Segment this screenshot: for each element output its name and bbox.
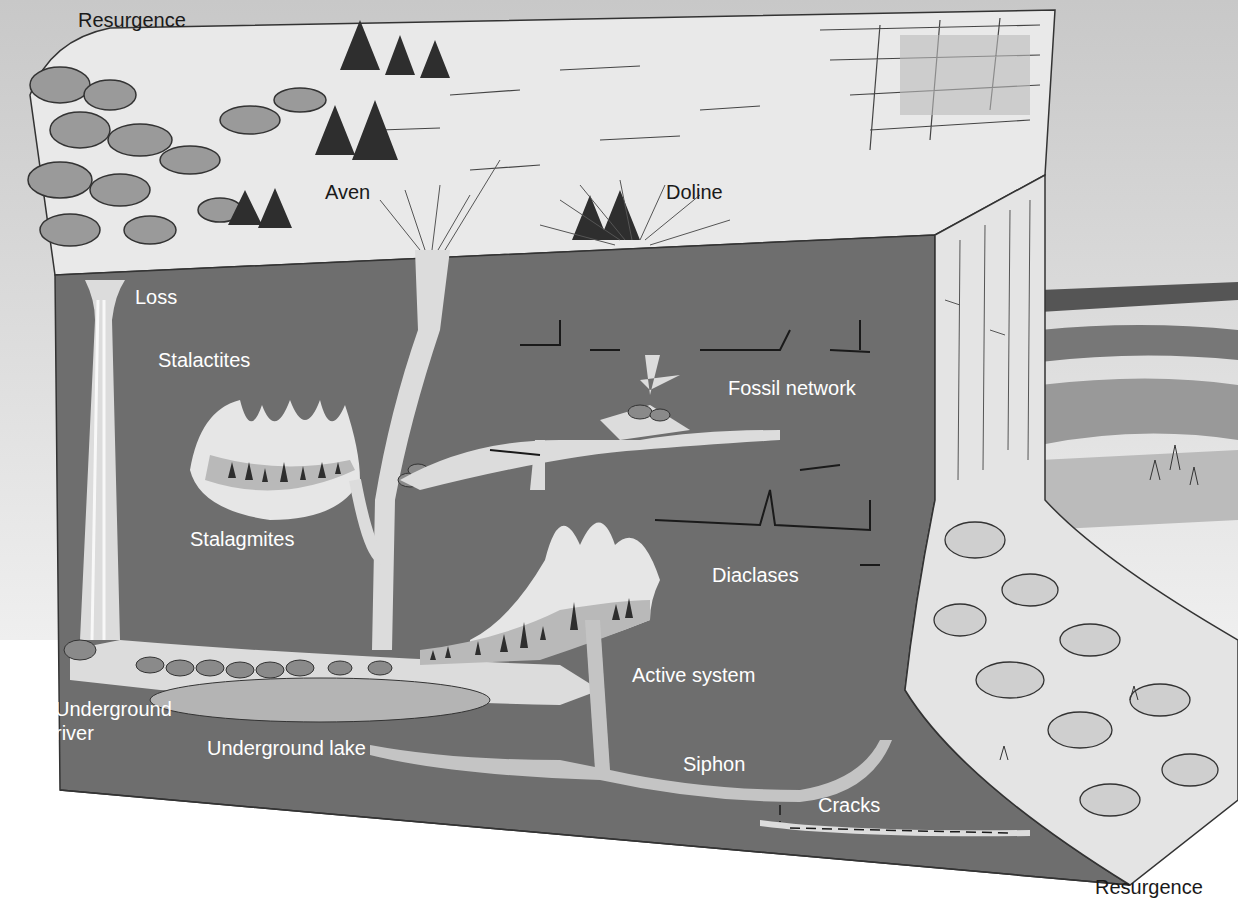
cave-label: Stalagmites xyxy=(190,527,295,551)
cave-label: Loss xyxy=(135,285,177,309)
cave-label: Diaclases xyxy=(712,563,799,587)
cave-label: Fossil network xyxy=(728,376,856,400)
surface-label: Aven xyxy=(325,180,370,204)
surface-label: Doline xyxy=(666,180,723,204)
cave-label: Stalactites xyxy=(158,348,250,372)
cave-label: Underground lake xyxy=(207,736,366,760)
cave-label: Cracks xyxy=(818,793,880,817)
surface-label: Resurgence xyxy=(78,8,186,32)
outlet-label: Resurgence xyxy=(1095,875,1203,899)
cave-label: Active system xyxy=(632,663,755,687)
cave-label: Siphon xyxy=(683,752,745,776)
cave-label: Underground river xyxy=(55,697,205,745)
